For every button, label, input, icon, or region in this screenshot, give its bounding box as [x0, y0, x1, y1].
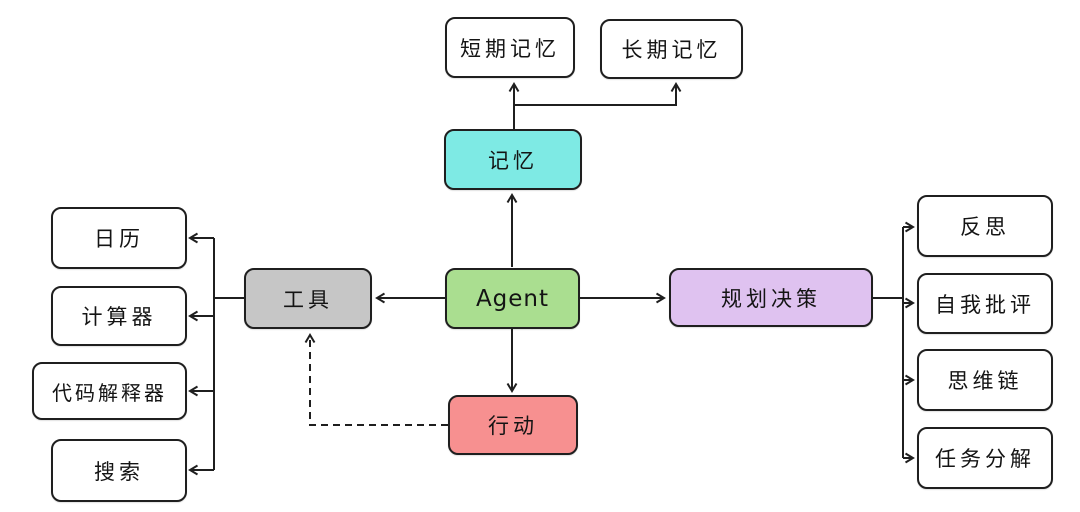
node-tools: 工具: [244, 268, 372, 329]
node-calculator: 计算器: [51, 286, 187, 346]
node-chain-of-thought: 思维链: [917, 349, 1053, 411]
node-agent: Agent: [445, 268, 580, 329]
node-task-decomposition: 任务分解: [917, 427, 1053, 489]
node-self-critique: 自我批评: [917, 273, 1053, 334]
node-long-term-memory: 长期记忆: [600, 19, 743, 79]
node-planning-decision: 规划决策: [669, 268, 873, 327]
node-calendar: 日历: [51, 207, 187, 269]
node-short-term-memory: 短期记忆: [445, 17, 575, 78]
node-memory: 记忆: [444, 129, 582, 190]
node-action: 行动: [448, 395, 578, 455]
node-search: 搜索: [51, 439, 187, 502]
edge-action-tools-dashed: [304, 333, 448, 426]
edge-memory-long-term: [514, 82, 682, 106]
node-reflection: 反思: [917, 195, 1053, 257]
node-code-interpreter: 代码解释器: [32, 362, 187, 420]
